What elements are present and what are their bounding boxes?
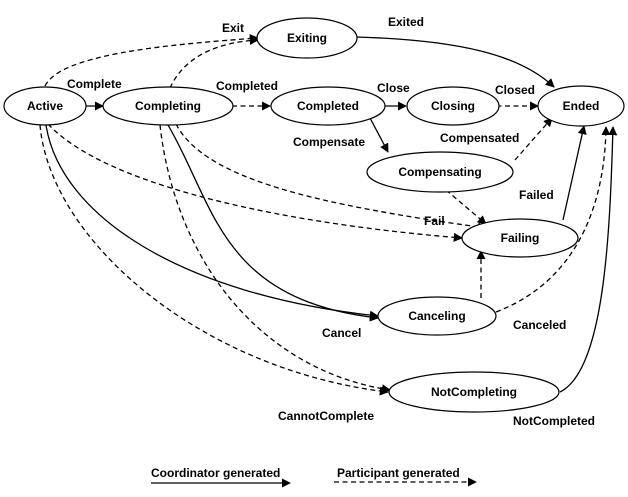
- label-fail: Fail: [424, 214, 445, 228]
- state-compensating: Compensating: [366, 151, 514, 193]
- edge-completing-failing: [175, 123, 487, 232]
- state-notcompleting: NotCompleting: [388, 371, 560, 413]
- label-compensated: Compensated: [440, 131, 519, 145]
- edge-notcompleting-ended: [559, 126, 618, 393]
- edge-exiting-ended: [355, 36, 555, 88]
- state-completing-label: Completing: [135, 99, 201, 113]
- edges: [39, 34, 618, 396]
- label-cannot-complete: CannotComplete: [278, 409, 374, 423]
- state-canceling: Canceling: [377, 296, 497, 336]
- edge-active-canceling: [45, 124, 379, 320]
- state-notcompleting-label: NotCompleting: [431, 385, 517, 399]
- edge-completing-exiting: [169, 35, 259, 89]
- label-complete: Complete: [67, 77, 122, 91]
- state-completing: Completing: [102, 86, 234, 126]
- state-closing: Closing: [406, 86, 500, 126]
- state-canceling-label: Canceling: [408, 309, 465, 323]
- label-exit: Exit: [222, 21, 244, 35]
- legend-coordinator-label: Coordinator generated: [151, 466, 280, 480]
- edge-completed-compensating: [369, 117, 389, 153]
- state-closing-label: Closing: [431, 99, 475, 113]
- legend-participant-label: Participant generated: [337, 466, 460, 480]
- edge-active-notcompleting: [39, 124, 389, 396]
- state-exiting-label: Exiting: [287, 31, 327, 45]
- label-completed: Completed: [216, 79, 278, 93]
- label-failed: Failed: [519, 188, 554, 202]
- label-closed: Closed: [495, 83, 535, 97]
- state-completed: Completed: [270, 86, 386, 126]
- edge-compensating-ended: [514, 117, 553, 161]
- label-compensate: Compensate: [293, 135, 365, 149]
- label-cancel: Cancel: [322, 326, 361, 340]
- state-compensating-label: Compensating: [398, 165, 481, 179]
- edge-active-failing: [47, 123, 463, 242]
- edge-completing-notcompleting: [159, 124, 391, 394]
- state-active-label: Active: [27, 99, 63, 113]
- label-not-completed: NotCompleted: [513, 414, 595, 428]
- edge-failing-ended: [562, 125, 587, 221]
- state-failing-label: Failing: [501, 231, 540, 245]
- edge-compensating-failing: [445, 189, 487, 225]
- state-exiting: Exiting: [256, 17, 358, 59]
- state-failing: Failing: [461, 218, 579, 258]
- edge-completing-canceling: [167, 124, 379, 322]
- state-completed-label: Completed: [297, 99, 359, 113]
- label-close: Close: [377, 81, 410, 95]
- state-ended: Ended: [537, 85, 625, 127]
- label-canceled: Canceled: [513, 318, 566, 332]
- label-exited: Exited: [388, 15, 424, 29]
- legend: Coordinator generated Participant genera…: [151, 466, 477, 488]
- state-ended-label: Ended: [563, 99, 600, 113]
- state-active: Active: [3, 86, 87, 126]
- transition-labels: Exit Exited Complete Completed Close Clo…: [67, 15, 595, 428]
